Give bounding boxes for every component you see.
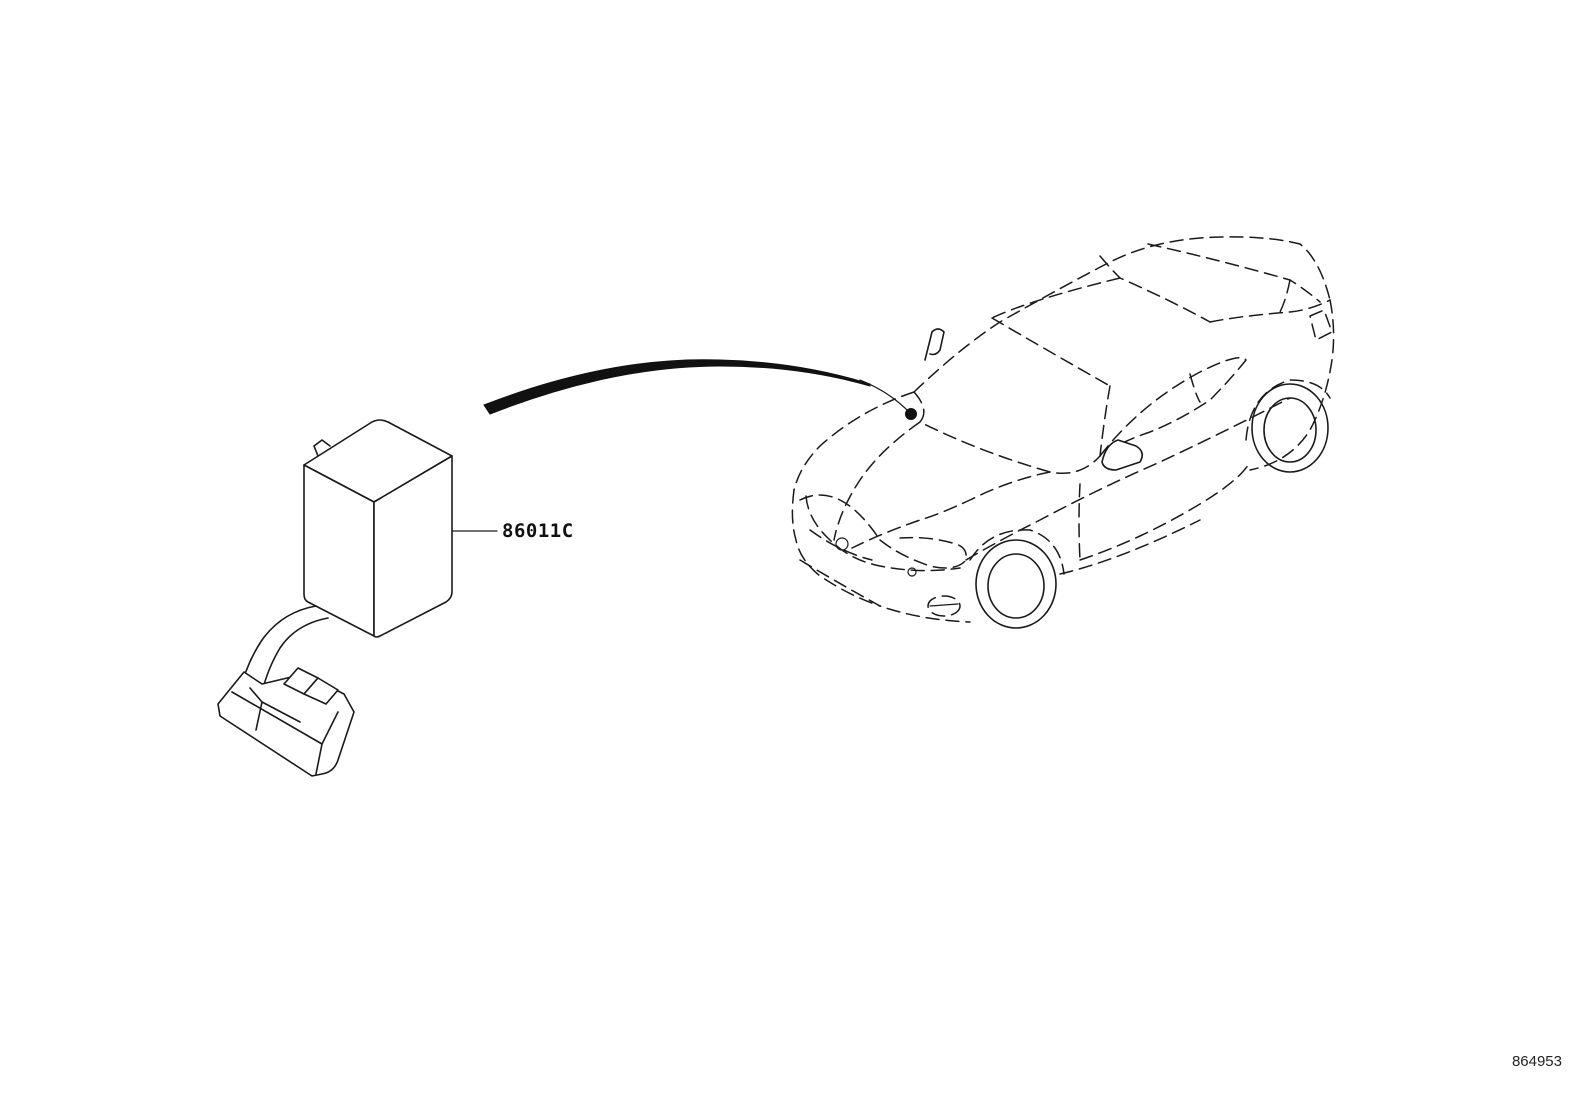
part-number-label[interactable]: 86011C (502, 520, 574, 542)
vehicle-outline-icon[interactable] (791, 236, 1335, 629)
location-callout-wire (483, 359, 917, 420)
front-wheel (969, 529, 1065, 629)
wire-harness-connector-icon[interactable] (217, 605, 355, 777)
figure-id-label: 864953 (1511, 1053, 1562, 1070)
rear-wheel (1245, 379, 1331, 473)
mount-location-dot (905, 408, 917, 420)
module-box-icon[interactable] (303, 419, 453, 638)
